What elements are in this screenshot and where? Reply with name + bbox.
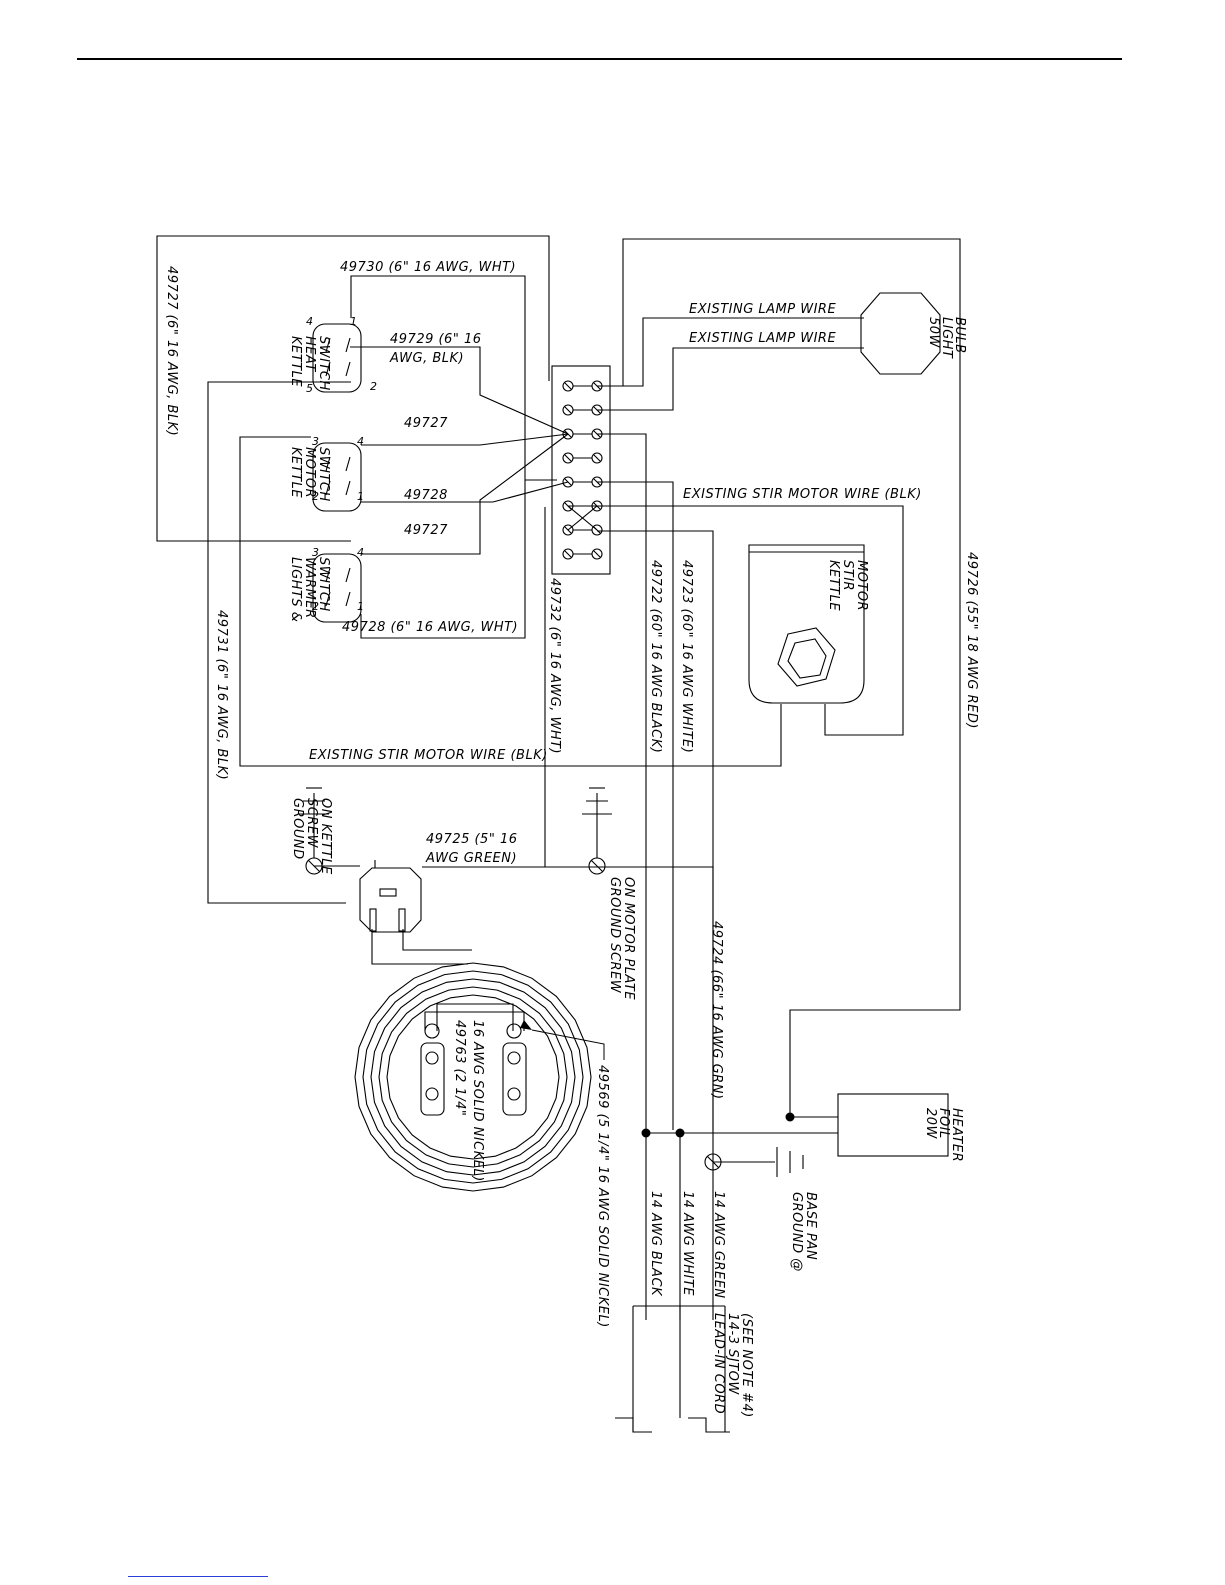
label-stir-wire-bottom: EXISTING STIR MOTOR WIRE (BLK) [309, 748, 548, 763]
pin-label: 4 [357, 435, 365, 448]
svg-text:BASE PAN: BASE PAN [803, 1192, 818, 1260]
svg-text:ON MOTOR PLATE: ON MOTOR PLATE [621, 877, 636, 1000]
lights-switch: 4 3 2 1 [312, 546, 365, 623]
svg-text:LEAD-IN CORD: LEAD-IN CORD [711, 1313, 726, 1414]
svg-text:HEATER: HEATER [949, 1108, 964, 1162]
svg-text:20W: 20W [923, 1108, 938, 1140]
pin-label: 2 [312, 490, 320, 503]
heat-switch: 1 2 4 5 [306, 315, 378, 395]
wires [156, 235, 961, 1320]
svg-text:14-3 SJTOW: 14-3 SJTOW [725, 1313, 740, 1395]
ground-kettle-label: GROUND SCREW ON KETTLE [290, 798, 333, 875]
label-14awg-green: 14 AWG GREEN [711, 1191, 726, 1299]
pin-label: 1 [350, 315, 358, 328]
svg-text:SWITCH: SWITCH [316, 336, 331, 391]
ground-symbols [299, 787, 804, 1177]
label-49732: 49732 (6" 16 AWG, WHT) [547, 578, 562, 754]
stir-motor [748, 544, 865, 704]
label-49728-b: 49728 (6" 16 AWG, WHT) [342, 620, 518, 635]
svg-text:WARMER: WARMER [302, 557, 317, 619]
pin-label: 3 [312, 435, 320, 448]
svg-text:SCREW: SCREW [304, 798, 319, 849]
svg-text:MOTOR: MOTOR [854, 560, 869, 611]
label-49724: 49724 (66" 16 AWG GRN) [709, 921, 724, 1100]
heat-switch-label: KETTLE HEAT SWITCH [288, 336, 331, 391]
label-49727-a: 49727 [404, 416, 448, 431]
svg-text:KETTLE: KETTLE [826, 560, 841, 611]
label-49763-b: 16 AWG SOLID NICKEL) [470, 1020, 485, 1182]
svg-text:GROUND: GROUND [290, 798, 305, 860]
label-49569: 49569 (5 1/4" 16 AWG SOLID NICKEL) [595, 1065, 610, 1328]
foil-heater [837, 1093, 949, 1157]
pin-label: 3 [312, 546, 320, 559]
bulb-label: 50W LIGHT BULB [926, 317, 967, 359]
pin-label: 4 [357, 546, 365, 559]
label-stir-wire-top: EXISTING STIR MOTOR WIRE (BLK) [683, 487, 922, 502]
label-49726: 49726 (55" 18 AWG RED) [964, 552, 979, 729]
label-49727-side: 49727 (6" 16 AWG, BLK) [164, 266, 179, 436]
svg-text:KETTLE: KETTLE [288, 447, 303, 498]
svg-text:HEAT: HEAT [302, 336, 317, 372]
heater-label: 20W FOIL HEATER [923, 1108, 964, 1162]
pin-label: 1 [357, 600, 365, 613]
label-14awg-black: 14 AWG BLACK [648, 1191, 663, 1297]
pin-label: 5 [306, 382, 314, 395]
plug [359, 860, 422, 933]
svg-text:KETTLE: KETTLE [288, 336, 303, 387]
svg-text:FOIL: FOIL [936, 1108, 951, 1139]
label-49725-b: AWG GREEN) [425, 851, 517, 866]
ground-base-label: GROUND @ BASE PAN [789, 1192, 818, 1272]
label-lamp-wire-1: EXISTING LAMP WIRE [689, 302, 836, 317]
label-49722: 49722 (60" 16 AWG BLACK) [648, 560, 663, 753]
light-bulb-icon [860, 292, 941, 375]
label-49729-b: AWG, BLK) [389, 351, 464, 366]
motor-switch-label: KETTLE MOTOR SWITCH [288, 447, 331, 502]
svg-text:GROUND SCREW: GROUND SCREW [607, 877, 622, 994]
label-lamp-wire-2: EXISTING LAMP WIRE [689, 331, 836, 346]
svg-text:GROUND @: GROUND @ [789, 1192, 804, 1272]
label-49730: 49730 (6" 16 AWG, WHT) [340, 260, 516, 275]
pin-label: 4 [306, 315, 314, 328]
svg-text:50W: 50W [926, 317, 941, 349]
motor-switch: 4 3 2 1 [312, 435, 365, 512]
label-49727-b: 49727 [404, 523, 448, 538]
pin-label: 2 [370, 380, 378, 393]
label-49729: 49729 (6" 16 [390, 332, 481, 347]
ground-motor-label: GROUND SCREW ON MOTOR PLATE [607, 877, 636, 1000]
label-49725: 49725 (5" 16 [426, 832, 517, 847]
lead-in-cord [615, 1305, 730, 1433]
label-14awg-white: 14 AWG WHITE [680, 1191, 695, 1296]
pin-label: 1 [357, 490, 365, 503]
junction-dots [641, 1112, 795, 1138]
svg-text:BULB: BULB [952, 317, 967, 354]
lead-in-label: LEAD-IN CORD 14-3 SJTOW (SEE NOTE #4) [711, 1313, 754, 1418]
svg-text:SWITCH: SWITCH [316, 447, 331, 502]
svg-text:ON KETTLE: ON KETTLE [318, 798, 333, 875]
label-49763: 49763 (2 1/4" [452, 1020, 467, 1116]
svg-text:(SEE NOTE #4): (SEE NOTE #4) [739, 1313, 754, 1418]
lights-switch-label: LIGHTS & WARMER SWITCH [288, 557, 331, 622]
terminal-block [551, 365, 611, 575]
footer-link-underline[interactable] [128, 1576, 268, 1577]
svg-text:LIGHT: LIGHT [939, 317, 954, 359]
pin-label: 2 [312, 600, 320, 613]
label-49731: 49731 (6" 16 AWG, BLK) [214, 610, 229, 780]
stir-motor-label: KETTLE STIR MOTOR [826, 560, 869, 611]
heating-ring [354, 962, 592, 1192]
svg-text:LIGHTS &: LIGHTS & [288, 557, 303, 622]
label-49728-a: 49728 [404, 488, 448, 503]
svg-text:MOTOR: MOTOR [302, 447, 317, 498]
svg-text:STIR: STIR [840, 560, 855, 591]
label-49723: 49723 (60" 16 AWG WHITE) [679, 560, 694, 753]
svg-text:SWITCH: SWITCH [316, 557, 331, 612]
